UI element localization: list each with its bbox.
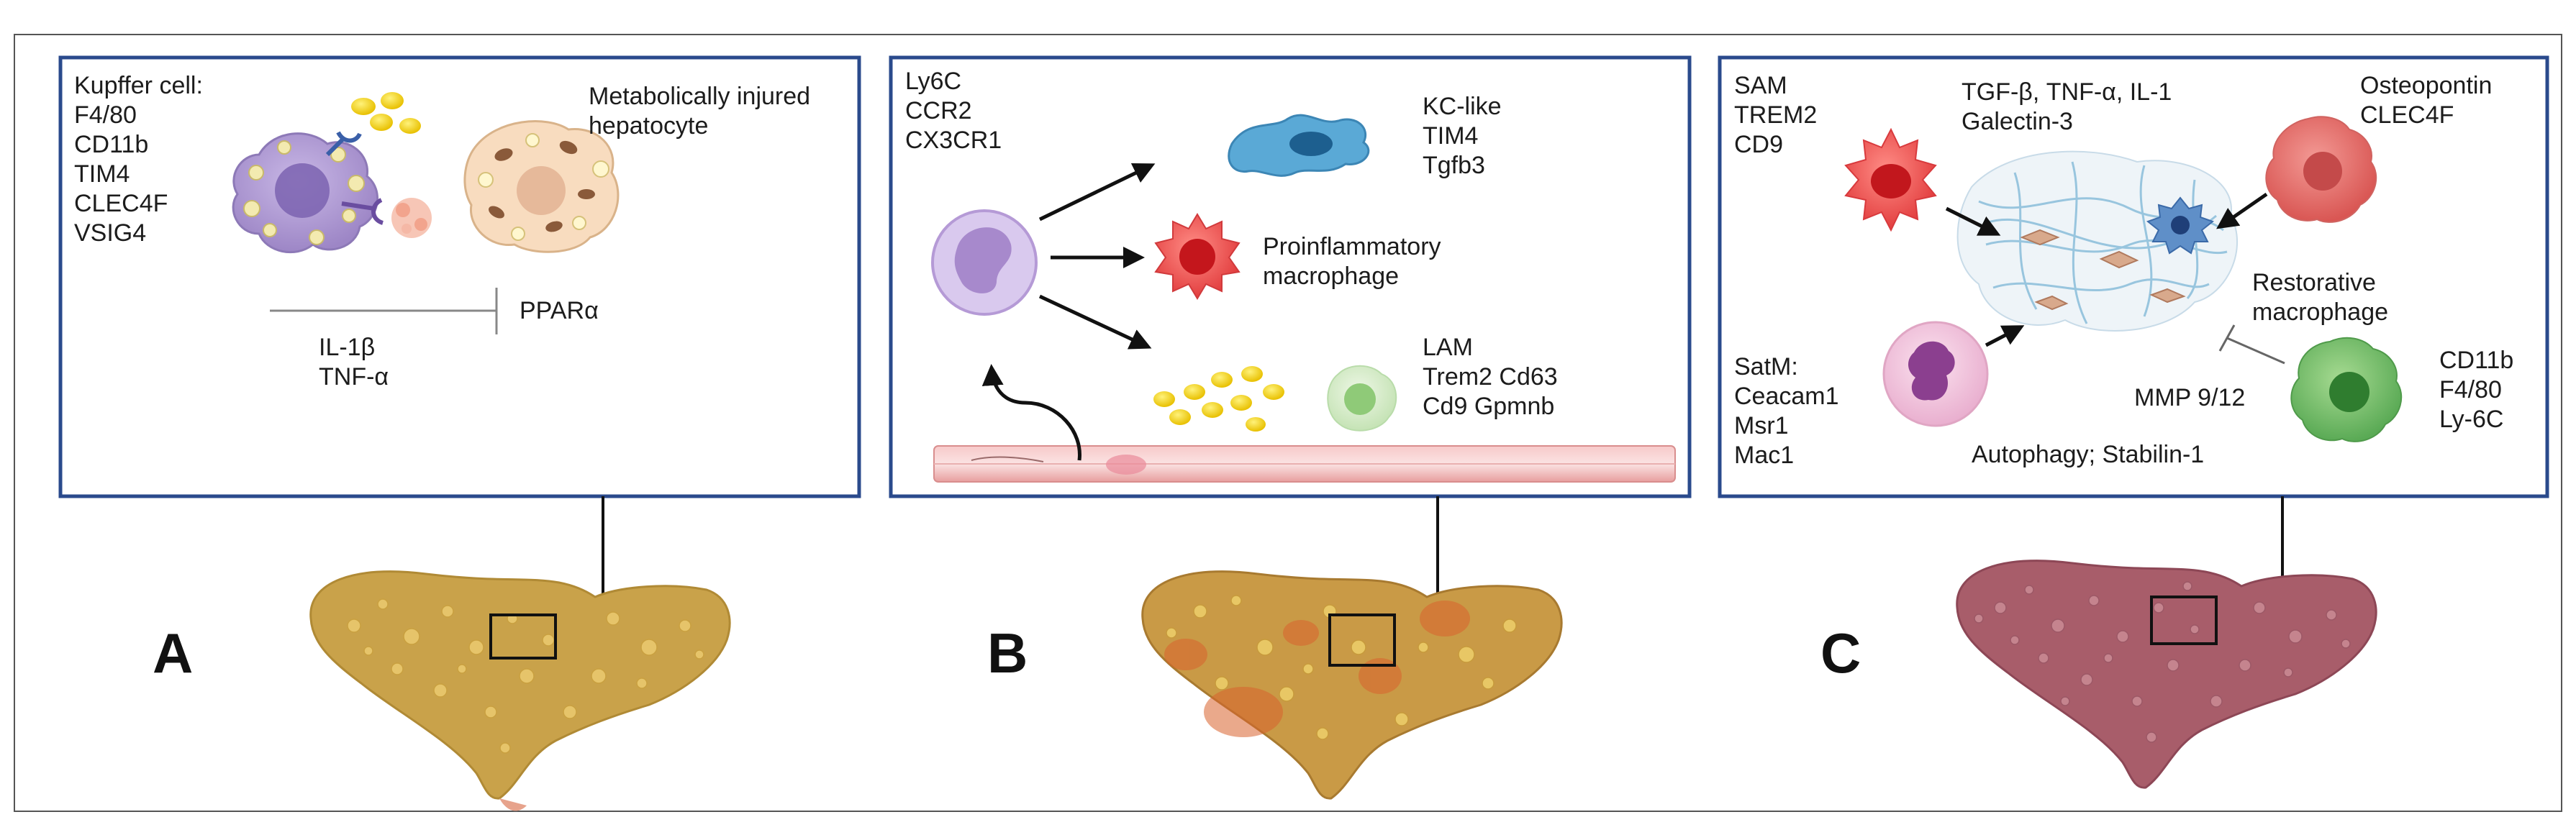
kupffer-cell-icon	[232, 132, 378, 254]
restorative-label: Restorative	[2252, 269, 2376, 296]
kupffer-marker: CD11b	[74, 131, 149, 158]
panel-letter-b: B	[987, 621, 1028, 685]
cytokine-label: IL-1β	[319, 334, 376, 361]
hepatocyte-label: hepatocyte	[589, 112, 709, 140]
restorative-label: macrophage	[2252, 298, 2389, 326]
blood-vessel-icon	[933, 445, 1676, 483]
restorative-marker: Ly-6C	[2439, 406, 2504, 433]
satm-cell-icon	[1882, 321, 1989, 427]
restorative-marker: CD11b	[2439, 347, 2514, 374]
proinflammatory-macrophage-icon	[1154, 213, 1241, 300]
receptor-icon	[341, 198, 384, 225]
cytokine-label: TNF-α	[319, 363, 389, 391]
osteopontin-label: CLEC4F	[2360, 101, 2454, 129]
fibrosis-mesh-icon	[1956, 150, 2238, 332]
liver-icon	[309, 570, 731, 811]
satm-label: SatM:	[1734, 353, 1798, 380]
kc-like-cell-icon	[1228, 114, 1370, 177]
hepatocyte-icon	[463, 120, 620, 253]
proinflammatory-label: macrophage	[1263, 263, 1400, 290]
osteopontin-cell-icon	[2265, 116, 2377, 223]
panel-letter-a: A	[153, 621, 194, 685]
hepatocyte-label: Metabolically injured	[589, 83, 811, 110]
kc-like-label: Tgfb3	[1423, 152, 1485, 179]
activated-kupffer-cell-icon	[2146, 196, 2215, 255]
migration-arrow	[981, 364, 1081, 461]
kupffer-marker: CLEC4F	[74, 190, 168, 217]
osteopontin-label: Osteopontin	[2360, 72, 2493, 99]
satm-label: Mac1	[1734, 442, 1795, 469]
panel-c-cytokines: Galectin-3	[1962, 108, 2073, 135]
monocyte-marker: Ly6C	[905, 68, 962, 95]
sam-marker: TREM2	[1734, 101, 1818, 129]
autophagy-label: Autophagy; Stabilin-1	[1972, 441, 2205, 468]
panel-c-cytokines: TGF-β, TNF-α, IL-1	[1962, 78, 2172, 106]
sam-cell-icon	[1844, 127, 1937, 232]
kc-like-label: KC-like	[1423, 93, 1502, 120]
influx-arrows	[1945, 192, 2268, 347]
kupffer-marker: VSIG4	[74, 219, 147, 247]
restorative-macrophage-icon	[2290, 337, 2403, 442]
liver-icon	[1141, 570, 1563, 800]
lam-label: LAM	[1423, 334, 1473, 361]
lipid-droplets	[1153, 366, 1284, 432]
panel-a-box	[58, 55, 861, 498]
proinflammatory-label: Proinflammatory	[1263, 233, 1441, 260]
lam-label: Trem2 Cd63	[1423, 363, 1558, 391]
sam-marker: CD9	[1734, 131, 1784, 158]
kupffer-marker: F4/80	[74, 101, 137, 129]
kc-like-label: TIM4	[1423, 122, 1479, 150]
inhibition-line	[270, 288, 498, 334]
outer-frame	[14, 34, 2562, 812]
panel-letter-c: C	[1820, 621, 1861, 685]
liver-icon	[1956, 560, 2377, 789]
mmp-label: MMP 9/12	[2134, 384, 2246, 411]
mmp-inhibition-line	[2218, 324, 2285, 365]
lipid-droplets	[351, 92, 421, 134]
monocyte-marker: CX3CR1	[905, 127, 1002, 154]
lam-label: Cd9 Gpmnb	[1423, 393, 1555, 420]
differentiation-arrows	[1038, 163, 1156, 350]
monocyte-icon	[931, 209, 1038, 316]
kupffer-markers-heading: Kupffer cell:	[74, 72, 203, 99]
sam-marker: SAM	[1734, 72, 1787, 99]
ppara-label: PPARα	[520, 297, 599, 324]
satm-label: Msr1	[1734, 412, 1789, 439]
restorative-marker: F4/80	[2439, 376, 2502, 403]
lam-cell-icon	[1327, 365, 1397, 432]
receptor-icon	[325, 131, 362, 157]
kupffer-marker: TIM4	[74, 160, 130, 188]
monocyte-marker: CCR2	[905, 97, 972, 124]
damage-particle-icon	[391, 198, 432, 238]
satm-label: Ceacam1	[1734, 383, 1839, 410]
